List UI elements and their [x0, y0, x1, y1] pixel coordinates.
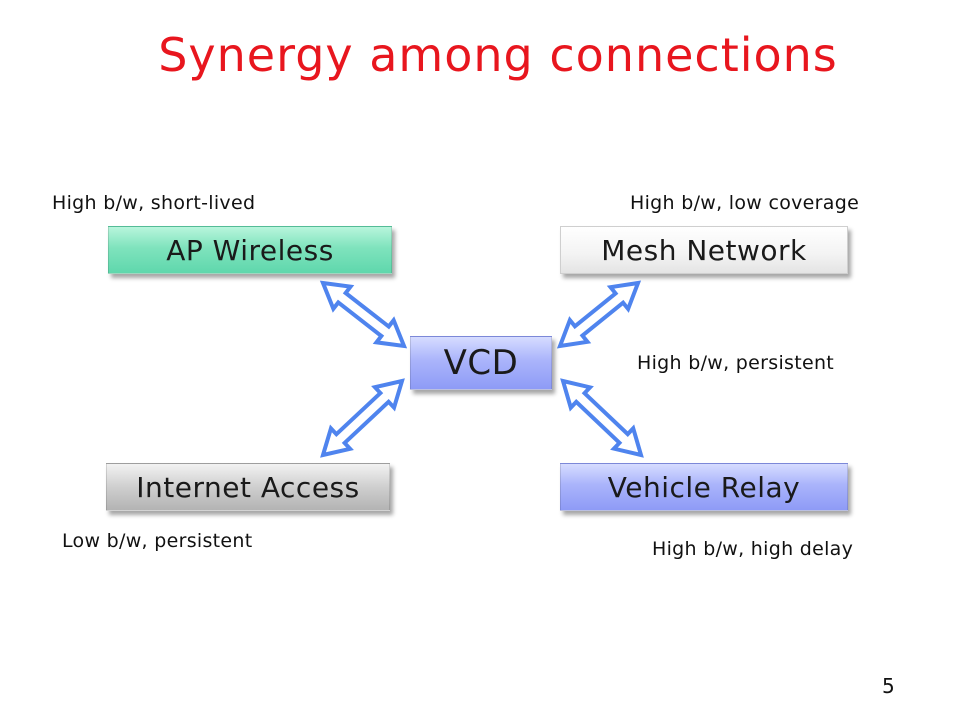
ap-wireless-node: AP Wireless: [108, 226, 392, 274]
internet-access-node: Internet Access: [106, 463, 390, 511]
page-number: 5: [882, 674, 895, 698]
mesh-network-node: Mesh Network: [560, 226, 848, 274]
vcd-label: VCD: [443, 343, 519, 383]
arrow-mesh-vcd: [556, 280, 642, 349]
arrow-vehicle-vcd: [560, 378, 644, 458]
internet-access-label: Internet Access: [136, 470, 360, 504]
slide-title: Synergy among connections: [158, 28, 838, 82]
internet-access-note: Low b/w, persistent: [62, 530, 253, 552]
vehicle-relay-node: Vehicle Relay: [560, 463, 848, 511]
vcd-node: VCD: [410, 336, 552, 390]
mesh-network-note: High b/w, low coverage: [630, 192, 860, 214]
arrow-ap-vcd: [319, 280, 408, 349]
vehicle-relay-label: Vehicle Relay: [607, 470, 801, 504]
ap-wireless-note: High b/w, short-lived: [52, 192, 256, 214]
ap-wireless-label: AP Wireless: [166, 233, 334, 267]
vehicle-relay-note: High b/w, high delay: [652, 538, 854, 560]
mesh-persistent-note: High b/w, persistent: [637, 352, 835, 374]
arrow-internet-vcd: [320, 378, 405, 458]
mesh-network-label: Mesh Network: [601, 233, 807, 267]
